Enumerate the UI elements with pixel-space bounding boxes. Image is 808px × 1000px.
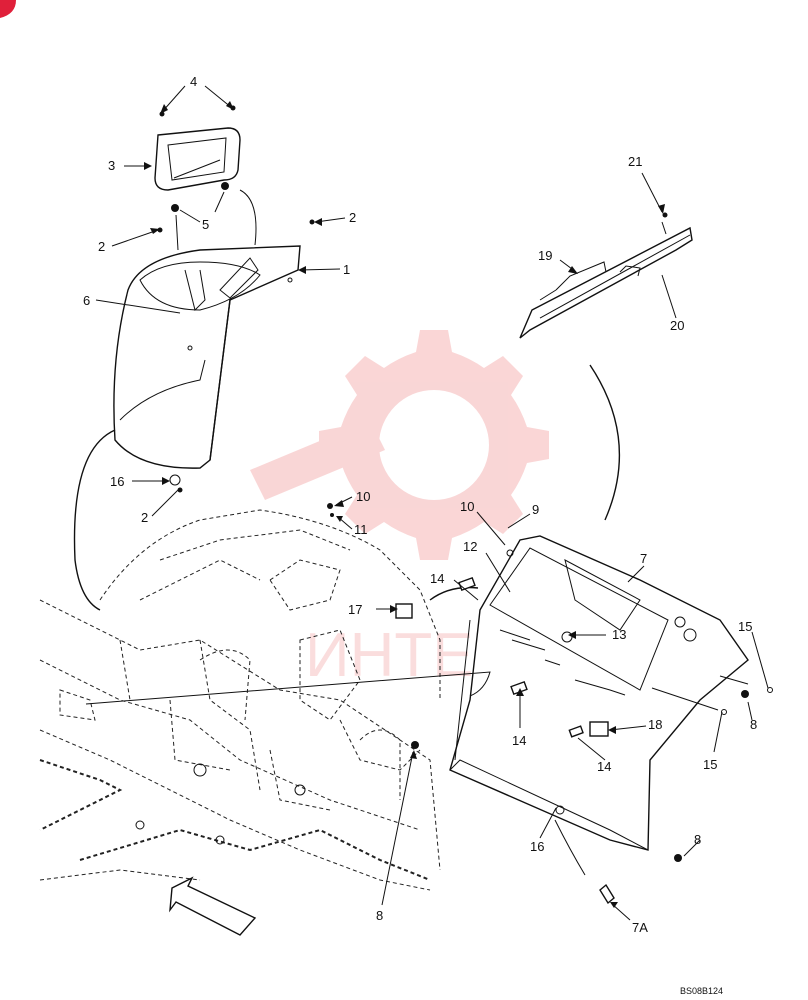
storage-tray xyxy=(519,221,693,339)
callout-8: 8 xyxy=(750,717,757,732)
callout-9: 9 xyxy=(532,502,539,517)
callout-12: 12 xyxy=(463,539,477,554)
leader-lines xyxy=(85,85,769,921)
callout-15: 15 xyxy=(703,757,717,772)
cup-holder-frame xyxy=(154,127,257,251)
callout-10: 10 xyxy=(356,489,370,504)
pedestal-shell xyxy=(73,245,301,611)
callout-16: 16 xyxy=(530,839,544,854)
callout-10: 10 xyxy=(460,499,474,514)
front-direction-arrow-icon xyxy=(169,876,257,936)
callout-21: 21 xyxy=(628,154,642,169)
callout-17: 17 xyxy=(348,602,362,617)
callout-14: 14 xyxy=(597,759,611,774)
callout-7: 7 xyxy=(640,551,647,566)
callout-8: 8 xyxy=(694,832,701,847)
corner-mark-icon xyxy=(0,0,16,18)
callout-16: 16 xyxy=(110,474,124,489)
callout-11: 11 xyxy=(354,522,368,537)
callout-1: 1 xyxy=(343,262,350,277)
leader-arrowheads xyxy=(144,101,665,908)
callout-18: 18 xyxy=(648,717,662,732)
callout-14: 14 xyxy=(512,733,526,748)
callout-13: 13 xyxy=(612,627,626,642)
screw-markers xyxy=(157,105,773,715)
callout-7a: 7A xyxy=(632,920,648,935)
small-parts xyxy=(327,503,749,905)
callout-4: 4 xyxy=(190,74,197,89)
watermark-gear-icon xyxy=(250,330,549,560)
callout-2: 2 xyxy=(98,239,105,254)
machine-frame-outline xyxy=(39,509,441,891)
callout-15: 15 xyxy=(738,619,752,634)
callout-2: 2 xyxy=(349,210,356,225)
console-housing xyxy=(429,535,749,876)
callout-20: 20 xyxy=(670,318,684,333)
callout-labels: 4 3 5 2 2 1 6 16 2 10 11 21 19 20 10 9 1… xyxy=(83,74,757,996)
callout-14: 14 xyxy=(430,571,444,586)
callout-19: 19 xyxy=(538,248,552,263)
callout-3: 3 xyxy=(108,158,115,173)
callout-8: 8 xyxy=(376,908,383,923)
callout-6: 6 xyxy=(83,293,90,308)
drawing-code: BS08B124 xyxy=(680,986,723,996)
callout-2: 2 xyxy=(141,510,148,525)
callout-5: 5 xyxy=(202,217,209,232)
